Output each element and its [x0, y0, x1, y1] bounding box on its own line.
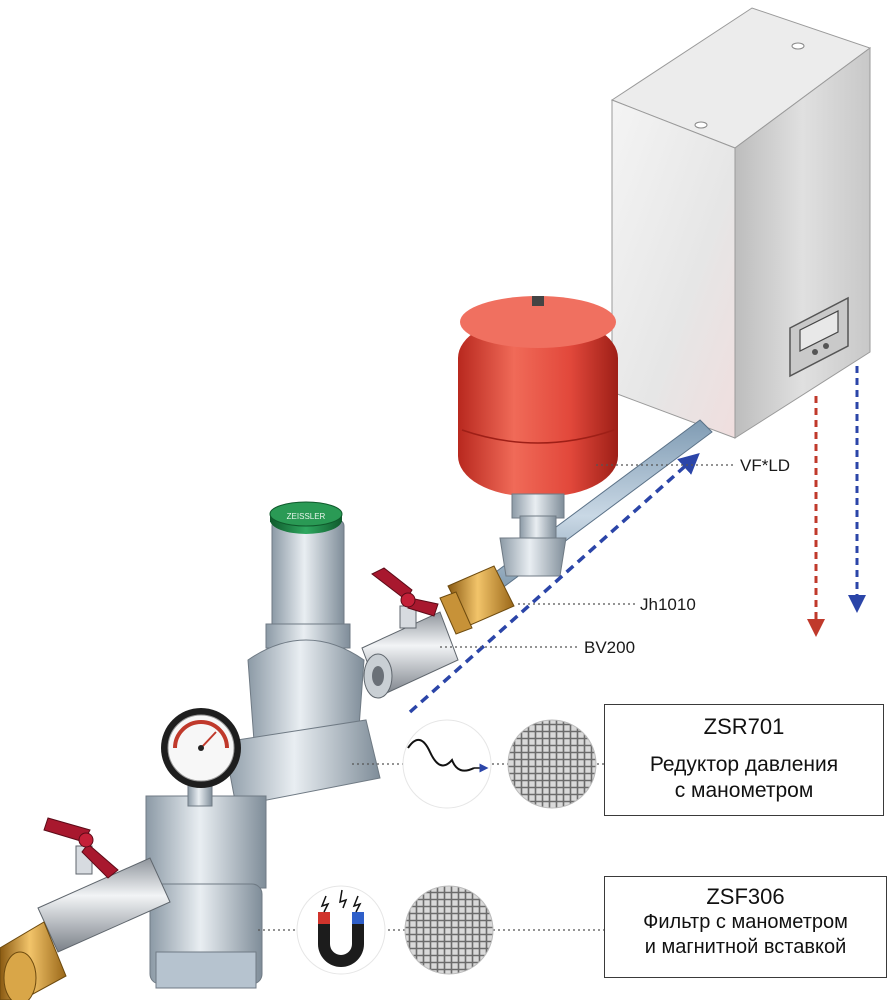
boiler-control-panel — [789, 296, 849, 378]
expansion-tank — [458, 296, 618, 577]
label-bv200: BV200 — [584, 638, 635, 657]
pressure-reducer: ZEISSLER — [223, 501, 381, 807]
mesh-screen-icon — [404, 885, 494, 975]
callout-line: Редуктор давления — [649, 753, 839, 776]
inlet-brass-fitting — [0, 921, 67, 1000]
mesh-screen-icon — [507, 719, 597, 809]
callout-zsr701: ZSR701 Редуктор давления с манометром — [604, 704, 884, 816]
filter-with-gauge — [145, 708, 267, 989]
callout-code: ZSF306 — [706, 884, 785, 909]
label-jh1010: Jh1010 — [640, 595, 696, 614]
magnet-icon — [296, 885, 386, 975]
blue-flow-arrow-main — [408, 453, 700, 714]
wave-icon — [402, 719, 492, 809]
pressure-gauge — [161, 708, 241, 788]
check-valve-jh1010 — [439, 565, 515, 635]
inlet-ball-valve — [37, 817, 171, 953]
callout-code: ZSR701 — [703, 714, 785, 739]
callout-line: с манометром — [674, 779, 814, 802]
ball-valve-bv200 — [361, 567, 459, 699]
boiler — [610, 7, 872, 439]
callout-zsf306: ZSF306 Фильтр с манометром и магнитной в… — [604, 876, 887, 978]
callout-line: Фильтр с манометром — [643, 911, 848, 933]
callout-line: и магнитной вставкой — [644, 936, 847, 958]
label-vf-ld: VF*LD — [740, 456, 790, 475]
reducer-brand-label: ZEISSLER — [287, 512, 326, 521]
flow-arrows — [408, 366, 866, 714]
